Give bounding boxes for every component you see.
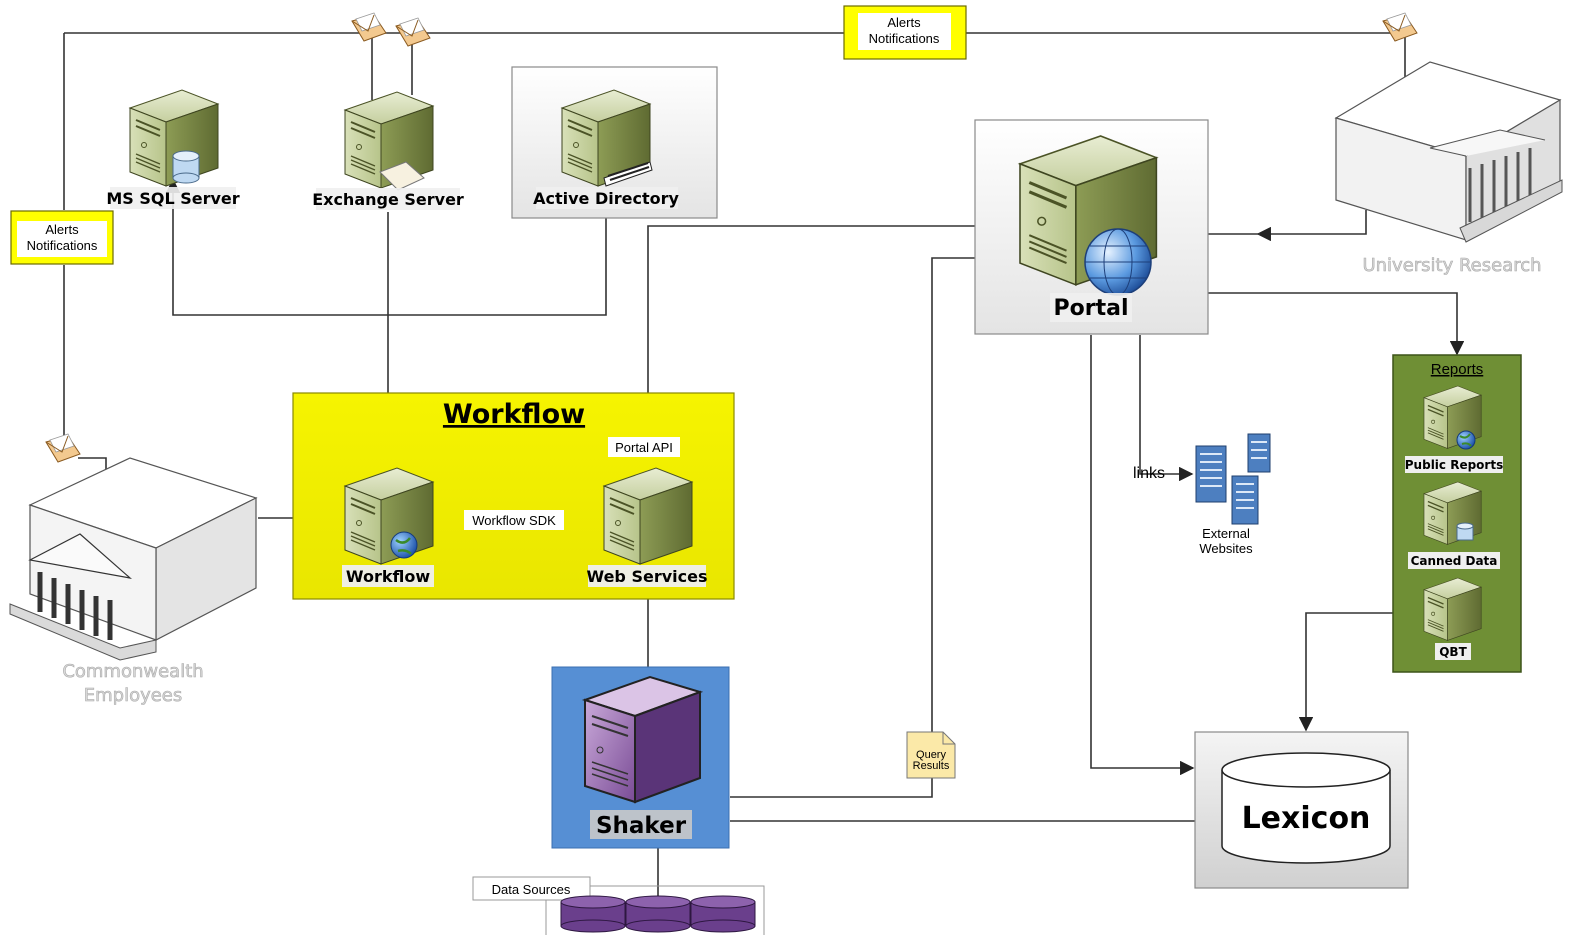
database-icon	[690, 895, 756, 933]
globe-icon	[1456, 430, 1476, 450]
commonwealth-label-line1: Commonwealth	[62, 661, 203, 682]
envelope-icon	[1382, 12, 1418, 42]
exchange-server-node: Exchange Server	[312, 91, 464, 210]
globe-icon	[390, 531, 418, 559]
server-icon	[581, 675, 704, 804]
university-research-label: University Research	[1362, 255, 1541, 276]
data-sources-label: Data Sources	[492, 882, 571, 897]
links-label: links	[1133, 465, 1165, 482]
building-icon	[9, 457, 258, 661]
database-icon	[1221, 752, 1391, 864]
alerts-box-left: Alerts Notifications	[10, 210, 114, 265]
alerts-top-line2: Notifications	[869, 31, 940, 46]
reports-item-public: Public Reports	[1405, 458, 1503, 472]
envelope-icon	[351, 12, 387, 42]
server-icon	[1423, 577, 1482, 642]
workflow-title: Workflow	[443, 399, 585, 430]
alerts-top-line1: Alerts	[887, 15, 921, 30]
query-results-doc: Query Results	[906, 731, 956, 779]
external-websites-line1: External	[1202, 526, 1250, 541]
shaker-node: Shaker	[551, 666, 730, 849]
external-websites-line2: Websites	[1199, 541, 1253, 556]
portal-label: Portal	[1054, 296, 1129, 321]
alerts-left-line2: Notifications	[27, 238, 98, 253]
query-results-line1: Query	[916, 749, 946, 761]
database-icon	[172, 150, 200, 184]
database-icon	[625, 895, 691, 933]
university-research-node: University Research	[1334, 61, 1563, 276]
portal-to-reports-line	[1208, 292, 1465, 356]
server-rack-icon	[1195, 433, 1271, 525]
portal-api-label: Portal API	[615, 440, 673, 455]
mail-icon	[379, 161, 425, 191]
directory-icon	[603, 161, 653, 187]
external-websites-node: links External Websites	[1133, 433, 1271, 556]
shaker-to-portal-line	[730, 250, 1024, 798]
reports-panel: Reports Public Reports Canned Data QBT	[1392, 354, 1522, 673]
commonwealth-employees-node: Commonwealth Employees	[9, 457, 258, 706]
ms-sql-server-label: MS SQL Server	[106, 189, 239, 208]
ms-sql-server-node: MS SQL Server	[106, 89, 240, 209]
workflow-server-label: Workflow	[346, 567, 430, 586]
portal-to-lexicon-line	[1090, 335, 1195, 776]
building-icon	[1334, 61, 1563, 243]
alerts-left-line1: Alerts	[45, 222, 79, 237]
globe-icon	[1084, 228, 1152, 296]
query-results-line2: Results	[913, 760, 950, 772]
server-icon	[603, 467, 693, 565]
lexicon-label: Lexicon	[1242, 801, 1371, 836]
reports-to-lexicon-line	[1298, 612, 1393, 732]
shaker-label: Shaker	[596, 813, 687, 839]
reports-item-qbt: QBT	[1439, 645, 1467, 659]
envelope-icon	[45, 433, 81, 463]
exchange-server-label: Exchange Server	[312, 190, 464, 209]
server-icon	[344, 467, 434, 565]
reports-title: Reports	[1431, 361, 1484, 378]
database-icon	[560, 895, 626, 933]
commonwealth-envelope-link	[78, 457, 107, 472]
data-sources-node: Data Sources	[472, 876, 765, 935]
university-to-portal-line	[1256, 210, 1367, 242]
database-icon	[1456, 522, 1474, 541]
alerts-box-top: Alerts Notifications	[843, 5, 967, 60]
reports-item-canned: Canned Data	[1411, 554, 1498, 568]
active-directory-label: Active Directory	[533, 189, 679, 208]
portal-node: Portal	[974, 119, 1209, 335]
envelope-icon	[395, 17, 431, 47]
commonwealth-label-line2: Employees	[84, 685, 183, 706]
workflow-box: Workflow Workflow Web Services Portal AP…	[292, 392, 735, 600]
workflow-sdk-label: Workflow SDK	[472, 513, 556, 528]
ad-to-sql-line	[165, 178, 607, 316]
lexicon-node: Lexicon	[1194, 731, 1409, 889]
web-services-label: Web Services	[587, 567, 708, 586]
active-directory-node: Active Directory	[511, 66, 718, 219]
portal-links-line	[1139, 335, 1194, 482]
